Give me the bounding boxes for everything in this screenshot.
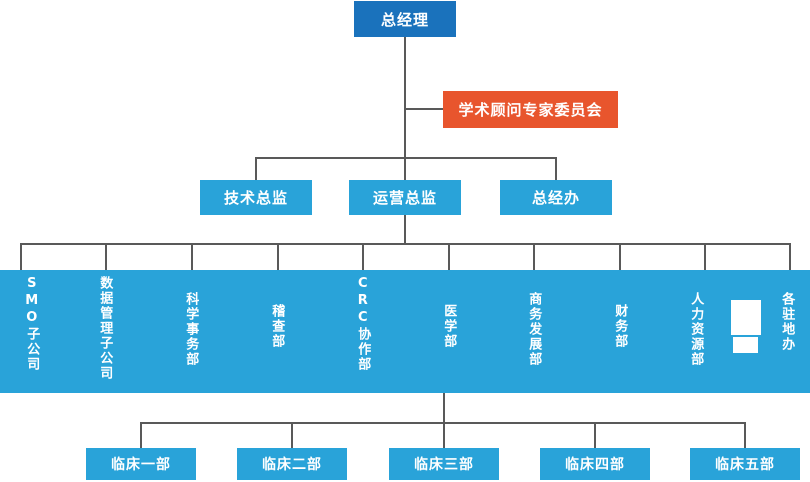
node-business-development-label: 商务发展部: [526, 292, 542, 367]
connector-level1-drop-tech: [255, 157, 257, 180]
node-operations-director[interactable]: 运营总监: [349, 180, 461, 215]
node-advisory-committee-label: 学术顾问专家委员会: [458, 101, 603, 119]
node-crc-collaboration[interactable]: CRC协作部: [322, 270, 402, 393]
connector-level1-drop-ops: [404, 157, 406, 180]
node-operations-director-label: 运营总监: [372, 189, 437, 207]
connector-level1-bus: [255, 157, 557, 159]
node-clinical-unit-2-label: 临床二部: [262, 457, 322, 473]
node-general-manager-label: 总经理: [380, 10, 429, 29]
node-clinical-unit-5-label: 临床五部: [715, 457, 775, 473]
node-general-office-label: 总经办: [531, 189, 580, 207]
node-clinical-unit-4[interactable]: 临床四部: [540, 448, 650, 480]
node-general-manager[interactable]: 总经理: [354, 1, 456, 37]
node-finance-department-label: 财务部: [612, 304, 628, 349]
connector-clinical-drop-3: [443, 422, 445, 448]
blank-placeholder-small: [733, 337, 758, 353]
connector-department-bus: [20, 243, 791, 245]
node-clinical-unit-2[interactable]: 临床二部: [237, 448, 347, 480]
node-clinical-unit-4-label: 临床四部: [565, 457, 625, 473]
node-data-management-subsidiary-label: 数据管理子公司: [97, 276, 113, 381]
connector-dept-drop-1: [20, 243, 22, 271]
node-clinical-unit-5[interactable]: 临床五部: [690, 448, 800, 480]
connector-gm-spine: [404, 37, 406, 158]
node-smo-subsidiary-label: SMO子公司: [24, 276, 40, 372]
connector-ops-to-departments: [404, 215, 406, 244]
node-advisory-committee[interactable]: 学术顾问专家委员会: [443, 91, 618, 128]
node-clinical-unit-1-label: 临床一部: [111, 457, 171, 473]
node-audit-department[interactable]: 稽查部: [236, 270, 316, 393]
node-data-management-subsidiary[interactable]: 数据管理子公司: [64, 270, 144, 393]
node-regional-offices-label: 各驻地办: [779, 292, 795, 352]
node-clinical-unit-3-label: 临床三部: [414, 457, 474, 473]
connector-clinical-drop-5: [744, 422, 746, 448]
department-band: SMO子公司 数据管理子公司 科学事务部 稽查部 CRC协作部 医学部 商务发展…: [0, 270, 810, 393]
node-technical-director-label: 技术总监: [223, 189, 288, 207]
node-business-development[interactable]: 商务发展部: [493, 270, 573, 393]
connector-dept-drop-8: [619, 243, 621, 271]
connector-dept-drop-2: [105, 243, 107, 271]
node-finance-department[interactable]: 财务部: [579, 270, 659, 393]
node-technical-director[interactable]: 技术总监: [200, 180, 312, 215]
blank-placeholder-large: [731, 300, 761, 335]
connector-dept-drop-9: [704, 243, 706, 271]
node-smo-subsidiary[interactable]: SMO子公司: [0, 270, 62, 393]
connector-dept-drop-10: [789, 243, 791, 271]
connector-dept-drop-7: [533, 243, 535, 271]
node-regional-offices[interactable]: 各驻地办: [762, 270, 810, 393]
node-medical-department[interactable]: 医学部: [408, 270, 488, 393]
node-clinical-unit-1[interactable]: 临床一部: [86, 448, 196, 480]
node-human-resources-label: 人力资源部: [688, 292, 704, 367]
connector-gm-to-advisory: [404, 108, 444, 110]
node-audit-department-label: 稽查部: [269, 304, 285, 349]
connector-clinical-drop-1: [140, 422, 142, 448]
node-human-resources[interactable]: 人力资源部: [660, 270, 730, 393]
node-scientific-affairs[interactable]: 科学事务部: [150, 270, 230, 393]
connector-level1-drop-office: [555, 157, 557, 180]
connector-clinical-drop-4: [594, 422, 596, 448]
connector-medical-to-clinical: [443, 393, 445, 423]
connector-dept-drop-5: [362, 243, 364, 271]
node-crc-collaboration-label: CRC协作部: [355, 276, 371, 372]
node-medical-department-label: 医学部: [441, 304, 457, 349]
node-scientific-affairs-label: 科学事务部: [183, 292, 199, 367]
connector-dept-drop-4: [277, 243, 279, 271]
node-general-office[interactable]: 总经办: [500, 180, 612, 215]
connector-dept-drop-6: [448, 243, 450, 271]
connector-clinical-drop-2: [291, 422, 293, 448]
node-clinical-unit-3[interactable]: 临床三部: [389, 448, 499, 480]
connector-dept-drop-3: [191, 243, 193, 271]
